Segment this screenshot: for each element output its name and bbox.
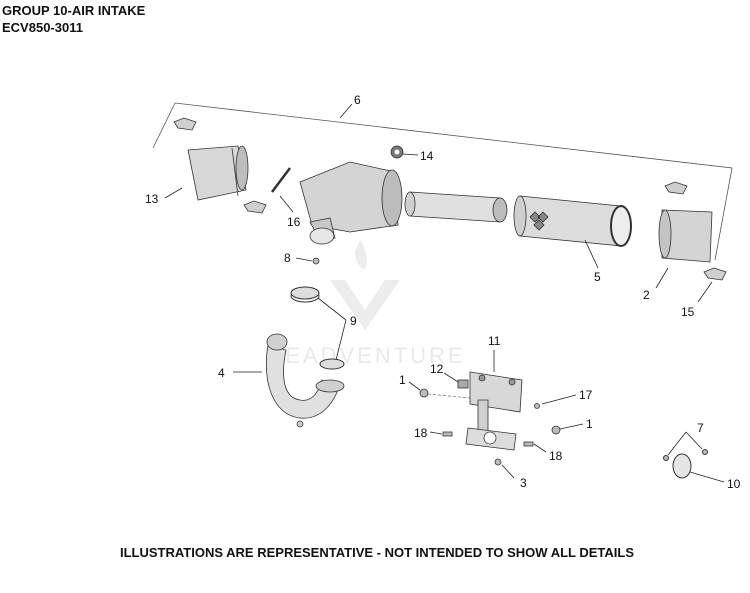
end-cap-left [187,145,249,201]
assembly-outline [152,102,733,261]
assembly-line [427,393,471,399]
bolts [419,388,561,435]
callout-13: 13 [145,192,159,206]
callout-10: 10 [727,477,741,491]
fasteners [442,403,540,466]
callout-15: 15 [681,305,695,319]
leader-lines [164,103,725,483]
callout-9: 9 [350,314,357,328]
grommet [390,145,404,159]
watermark-text: LEADVENTURE [270,343,466,368]
end-cap-right [658,181,713,263]
page-title: GROUP 10-AIR INTAKE [2,3,146,18]
clip-right [703,267,727,281]
callout-8: 8 [284,251,291,265]
filter-housing [299,161,403,245]
callout-18-left: 18 [414,426,428,440]
callout-2: 2 [643,288,650,302]
screw-8 [312,257,320,265]
hose-clamps [290,286,345,370]
callout-6: 6 [354,93,361,107]
callout-1-left: 1 [399,373,406,387]
callout-1-right: 1 [586,417,593,431]
callout-3: 3 [520,476,527,490]
callout-11: 11 [488,334,501,348]
callout-17: 17 [579,388,593,402]
disclaimer-text: ILLUSTRATIONS ARE REPRESENTATIVE - NOT I… [120,545,634,560]
elbow-hose [265,333,345,428]
callout-5: 5 [594,270,601,284]
model-number: ECV850-3011 [2,20,83,35]
callout-4: 4 [218,366,225,380]
watermark: LEADVENTURE [270,240,466,368]
callout-7: 7 [697,421,704,435]
gasket [271,167,291,193]
clip-upper-left [173,117,267,214]
callout-14: 14 [420,149,434,163]
clip-nut [457,379,469,389]
mounting-bracket [465,371,523,451]
callout-12: 12 [430,362,444,376]
callout-labels: 6 14 13 16 8 5 2 15 9 11 4 12 1 17 18 1 … [145,93,741,491]
inner-filter [404,191,508,223]
callout-16: 16 [287,215,301,229]
filter-element [513,195,632,247]
p-clamp [663,449,708,479]
callout-18-right: 18 [549,449,563,463]
